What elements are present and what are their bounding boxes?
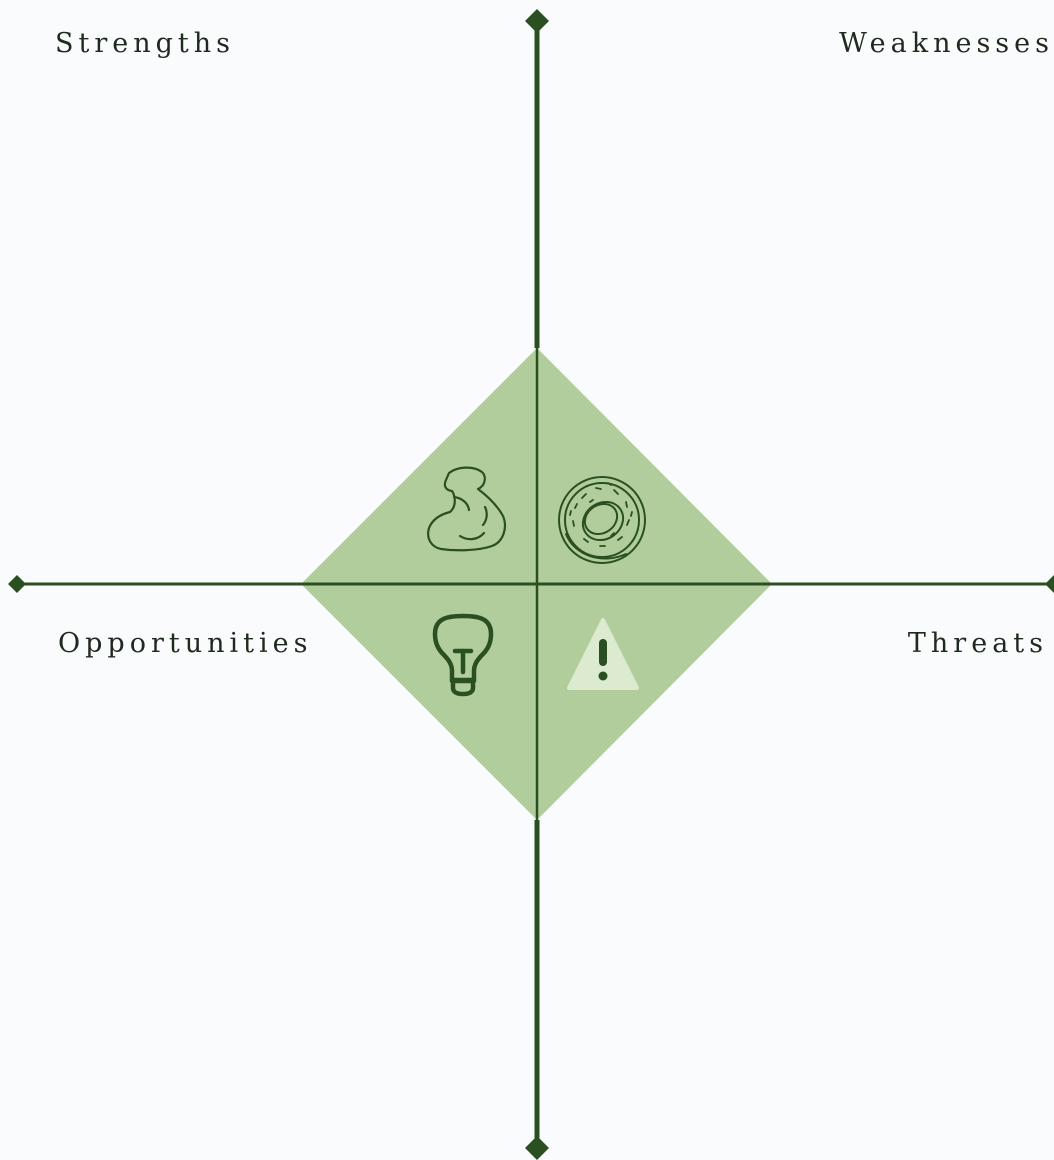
weaknesses-label: Weaknesses [839,28,1054,59]
warning-icon [567,618,639,690]
donut-icon [558,476,646,564]
flexed-bicep-icon [427,466,507,552]
opportunities-label: Opportunities [58,628,313,659]
lightbulb-icon [432,613,494,697]
axis-cap-bottom [525,1136,549,1160]
strengths-label: Strengths [55,28,235,59]
axis-cap-right [1045,575,1054,593]
axis-cap-top [525,9,549,33]
axis-cap-left [8,575,26,593]
threats-label: Threats [907,628,1048,659]
